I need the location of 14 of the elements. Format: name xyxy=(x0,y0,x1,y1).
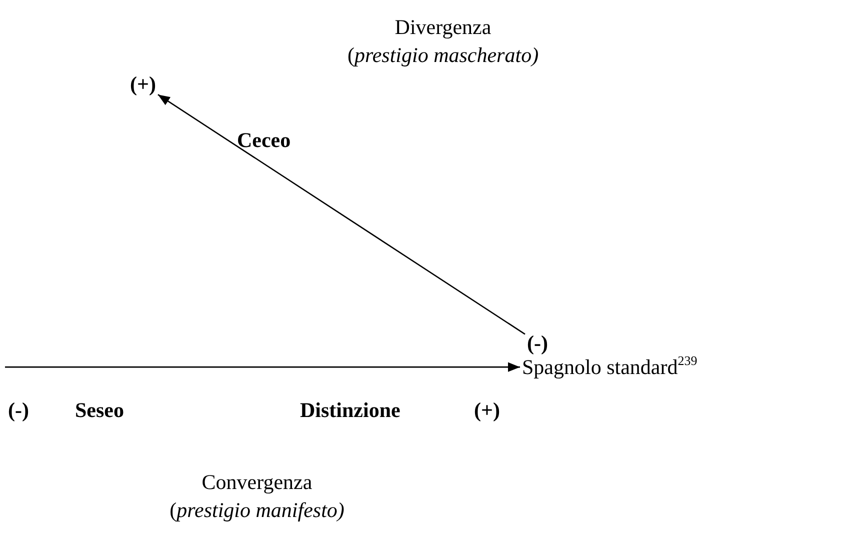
node-label: Spagnolo standard$^{239}$ xyxy=(522,355,698,380)
axis-label: Distinzione xyxy=(300,398,400,422)
sign-label: (+) xyxy=(130,72,156,96)
sign-label: (-) xyxy=(527,331,548,356)
arrow xyxy=(158,94,526,335)
subheading-text: (prestigio manifesto) xyxy=(170,498,344,522)
heading-text: Convergenza xyxy=(202,470,312,494)
arrow xyxy=(5,362,520,372)
sign-label: (-) xyxy=(8,398,29,422)
axis-label: Ceceo xyxy=(237,128,291,152)
subheading-text: (prestigio mascherato) xyxy=(347,43,539,68)
axis-label: Seseo xyxy=(75,398,124,422)
sign-label: (+) xyxy=(474,398,500,422)
heading-text: Divergenza xyxy=(394,15,492,40)
